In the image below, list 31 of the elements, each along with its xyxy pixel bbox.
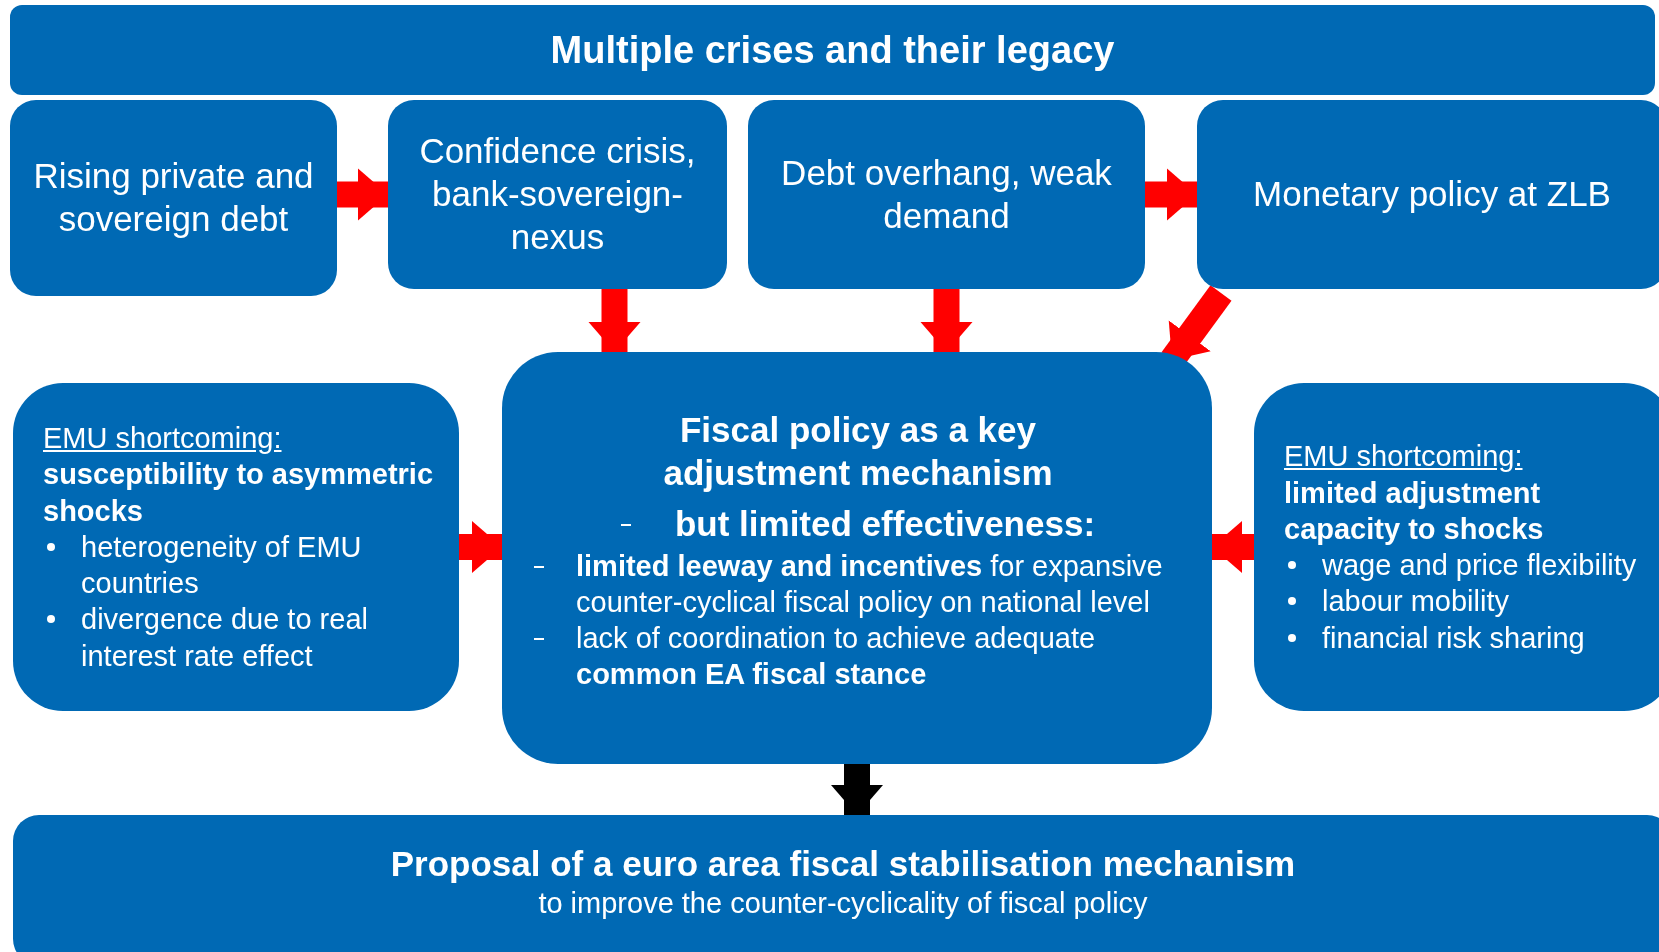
block-arrow [1212, 521, 1254, 573]
bullet-item: financial risk sharing [1322, 620, 1585, 656]
shortcoming-box [1254, 383, 1659, 711]
proposal-banner [13, 815, 1659, 952]
box-heading: EMU shortcoming: [43, 421, 282, 457]
process-box [10, 100, 337, 296]
block-arrow [459, 521, 502, 573]
process-box [1197, 100, 1659, 289]
shortcoming-box [13, 383, 459, 711]
box-label: Debt overhang, weak demand [780, 151, 1113, 237]
block-arrow [337, 168, 388, 221]
process-box [748, 100, 1145, 289]
block-arrow [920, 289, 973, 352]
bullet-item: wage and price flexibility [1322, 548, 1637, 583]
title-banner [10, 5, 1655, 95]
bullet-item: labour mobility [1322, 584, 1509, 620]
block-arrow [1145, 168, 1197, 221]
box-label: Confidence crisis, bank-sovereign-nexus [418, 130, 697, 258]
bullet-item: divergence due to real interest rate effect [81, 602, 369, 674]
box-subheading: but limited effectiveness: [674, 502, 1096, 545]
box-label: Rising private and sovereign debt [32, 155, 315, 240]
box-heading: EMU shortcoming: [1284, 439, 1523, 475]
box-heading: Proposal of a euro area fiscal stabilisation mechanism [390, 843, 1296, 885]
list-item: lack of coordination to achieve adequate common EA fiscal stance [576, 621, 1097, 693]
block-arrow [588, 289, 641, 352]
central-box [502, 352, 1212, 764]
block-arrow [831, 764, 883, 815]
box-subtitle: to improve the counter-cyclicality of fiscal policy [538, 885, 1148, 921]
process-box [388, 100, 727, 289]
box-label: Multiple crises and their legacy [550, 27, 1115, 73]
box-label: Monetary policy at ZLB [1253, 173, 1611, 216]
